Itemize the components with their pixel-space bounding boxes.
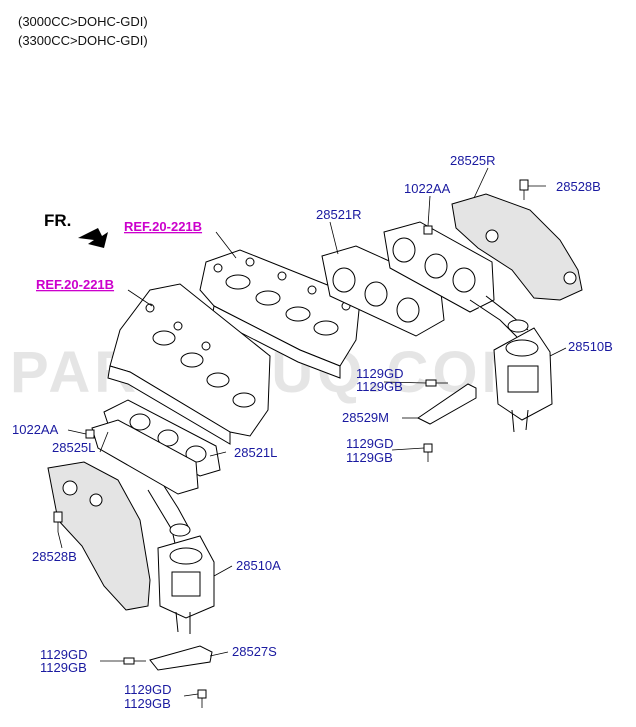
part-label-1129GB-right-1[interactable]: 1129GB — [356, 379, 403, 394]
heat-protector-left — [47, 461, 151, 611]
part-label-28521L[interactable]: 28521L — [234, 445, 277, 460]
catalyst-bracket-right — [417, 383, 477, 425]
bolt-1129gd-right-2 — [423, 443, 433, 462]
bolt-1129gd-left-1 — [123, 657, 146, 665]
engine-spec-3300cc: (3300CC>DOHC-GDI) — [18, 33, 148, 48]
watermark: PARTSOUQ.COM — [10, 340, 534, 405]
part-label-1129GB-left-1[interactable]: 1129GB — [40, 660, 87, 675]
part-label-1129GD-right-2[interactable]: 1129GD — [346, 436, 393, 451]
part-label-1022AA-right[interactable]: 1022AA — [404, 181, 451, 196]
part-label-28525L[interactable]: 28525L — [52, 440, 95, 455]
cylinder-head-right — [199, 249, 361, 379]
part-label-1022AA-left[interactable]: 1022AA — [12, 422, 59, 437]
part-label-28528B-right[interactable]: 28528B — [556, 179, 601, 194]
bolt-1022aa-left — [85, 429, 95, 439]
part-label-1129GD-left-1[interactable]: 1129GD — [40, 647, 87, 662]
part-label-28528B-left[interactable]: 28528B — [32, 549, 77, 564]
part-label-1129GD-left-2[interactable]: 1129GD — [124, 682, 171, 697]
bolt-1022aa-right — [423, 225, 433, 235]
part-label-28510B[interactable]: 28510B — [568, 339, 613, 354]
bolt-28528b-right — [519, 179, 529, 200]
catalytic-converter-left — [157, 523, 215, 634]
exhaust-manifold-right — [383, 221, 529, 345]
exhaust-gasket-right — [321, 245, 445, 337]
bolt-28528b-left — [53, 511, 63, 532]
part-label-1129GD-right-1[interactable]: 1129GD — [356, 366, 403, 381]
exhaust-manifold-left — [91, 419, 199, 549]
engine-spec-3000cc: (3000CC>DOHC-GDI) — [18, 14, 148, 29]
part-label-28527S[interactable]: 28527S — [232, 644, 277, 659]
heat-protector-right — [451, 193, 583, 301]
part-label-1129GB-left-2[interactable]: 1129GB — [124, 696, 171, 711]
part-label-28529M[interactable]: 28529M — [342, 410, 389, 425]
bolt-1129gd-left-2 — [197, 689, 207, 708]
leader-lines — [57, 167, 567, 697]
exhaust-gasket-left — [103, 399, 221, 477]
catalytic-converter-right — [493, 319, 553, 433]
ref-link-upper[interactable]: REF.20-221B — [124, 219, 202, 234]
part-label-28525R[interactable]: 28525R — [450, 153, 496, 168]
part-label-28521R[interactable]: 28521R — [316, 207, 362, 222]
catalyst-bracket-left — [149, 645, 213, 671]
part-label-1129GB-right-2[interactable]: 1129GB — [346, 450, 393, 465]
front-direction-label: FR. — [44, 211, 71, 230]
ref-link-lower[interactable]: REF.20-221B — [36, 277, 114, 292]
part-label-28510A[interactable]: 28510A — [236, 558, 281, 573]
front-arrow-icon — [78, 228, 108, 248]
